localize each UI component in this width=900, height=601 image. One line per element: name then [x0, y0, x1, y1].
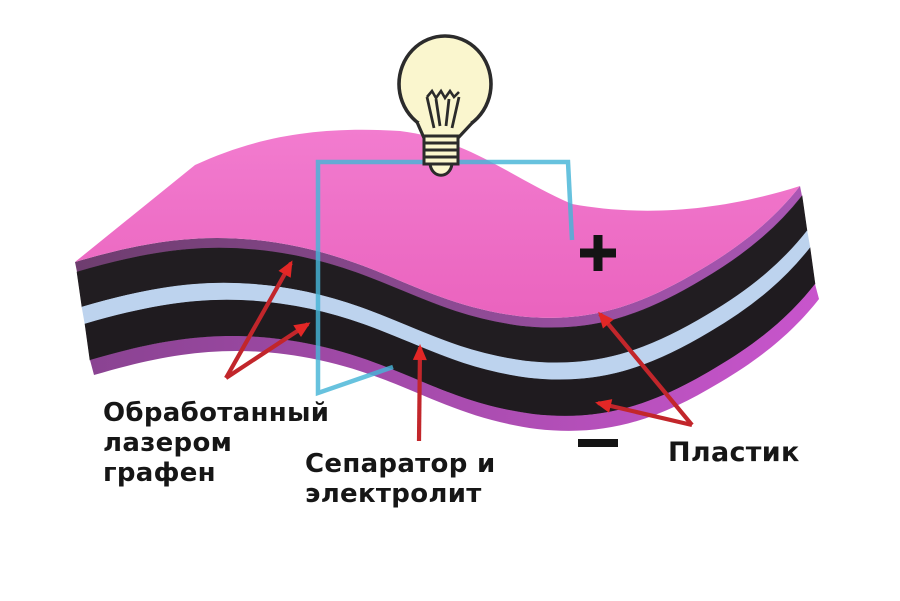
layer-top-electrode-surface [75, 129, 800, 318]
arrow-to-graphene-top [224, 260, 293, 380]
label-laser-scribed-graphene: Обработанный лазером графен [103, 398, 329, 488]
minus-terminal-symbol [578, 439, 618, 447]
label-text: графен [103, 458, 216, 488]
arrow-to-separator-electrolyte [412, 344, 427, 442]
label-text: Пластик [668, 437, 800, 468]
label-plastic: Пластик [668, 438, 800, 468]
plus-terminal-symbol [580, 235, 616, 271]
layer-plastic-top [75, 186, 802, 328]
layer-plastic-bottom [90, 284, 819, 431]
label-text: электролит [305, 479, 482, 509]
bulb-filament-icon [425, 96, 461, 129]
arrow-to-plastic-bottom [595, 399, 693, 428]
label-separator-electrolyte: Сепаратор и электролит [305, 449, 496, 509]
light-bulb-icon [397, 34, 493, 177]
label-text: Сепаратор и [305, 449, 496, 479]
circuit-wire [315, 159, 575, 397]
arrow-to-plastic-top [598, 311, 694, 427]
label-text: лазером [103, 428, 233, 458]
arrow-to-graphene-bottom [224, 322, 311, 380]
label-text: Обработанный [103, 398, 330, 428]
